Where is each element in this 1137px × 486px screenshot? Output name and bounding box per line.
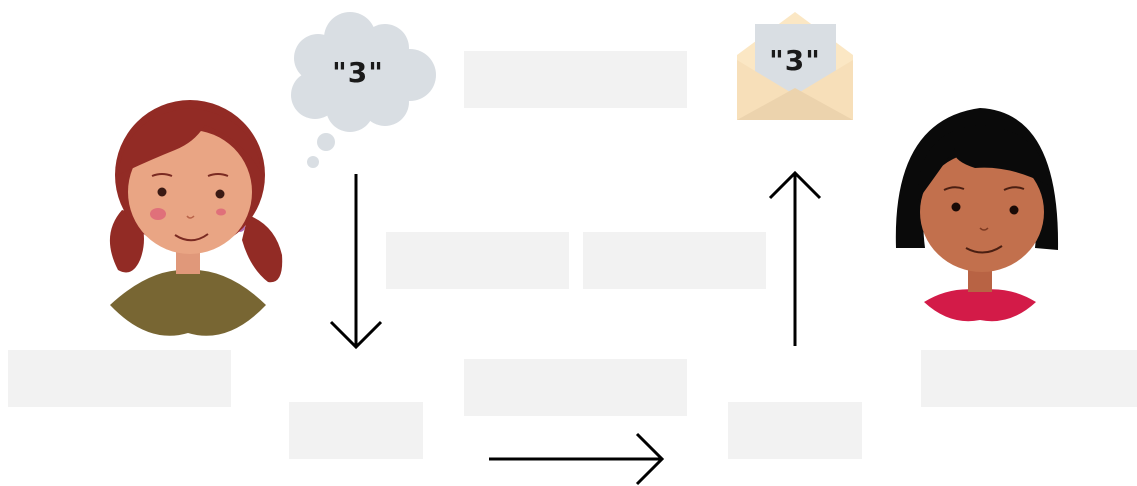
- label-box-encoder: [289, 402, 423, 459]
- label-box-middle-right: [583, 232, 766, 289]
- label-box-top-center: [464, 51, 687, 108]
- label-box-middle-left: [386, 232, 569, 289]
- label-box-bottom-center: [464, 359, 687, 416]
- thought-message: "3": [332, 56, 384, 89]
- label-box-receiver: [921, 350, 1137, 407]
- label-box-sender: [8, 350, 231, 407]
- envelope-message: "3": [769, 44, 821, 77]
- label-box-decoder: [728, 402, 862, 459]
